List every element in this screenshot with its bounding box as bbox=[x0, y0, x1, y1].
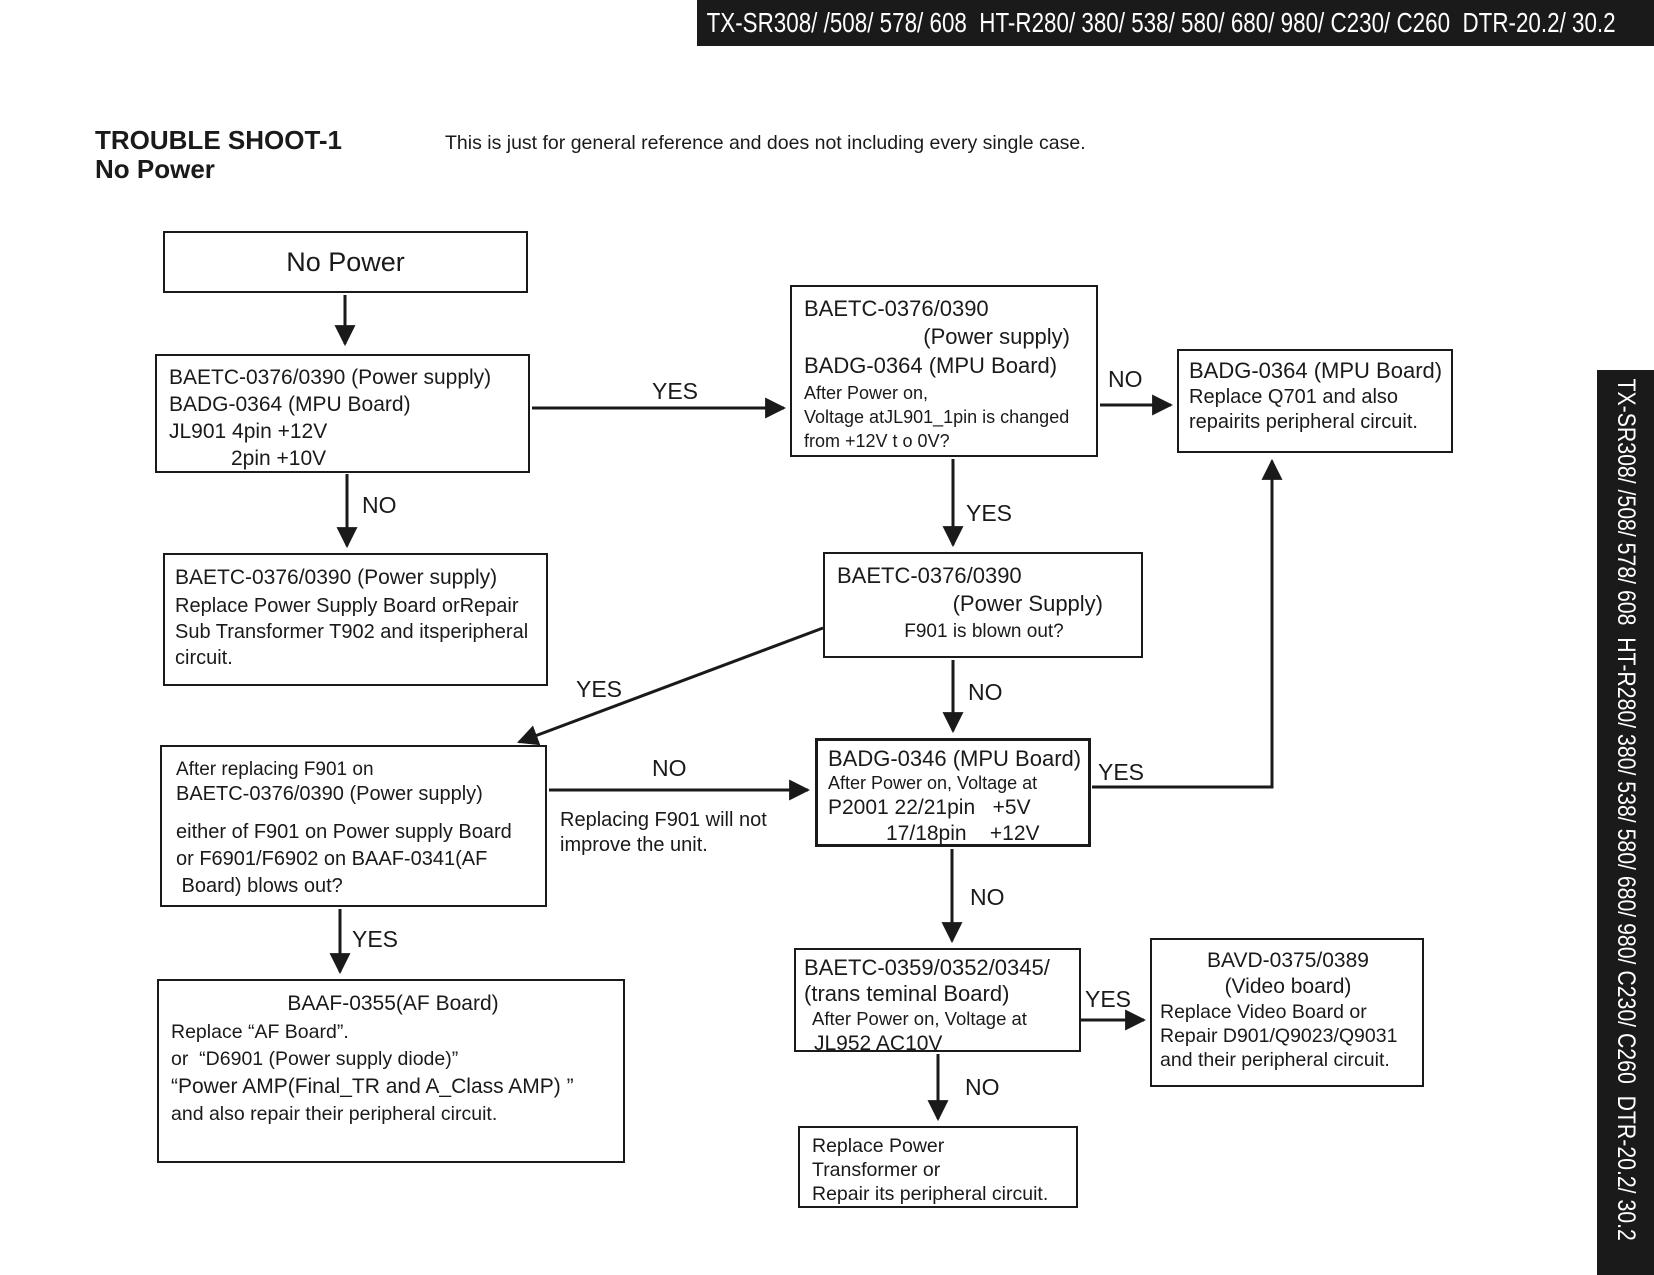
edge-label-no: NO bbox=[1108, 366, 1143, 392]
node-line: Repair its peripheral circuit. bbox=[812, 1183, 1049, 1205]
node-line: (Power Supply) bbox=[952, 591, 1103, 616]
node-line: Replace Video Board or bbox=[1160, 1001, 1367, 1023]
node-line: repairits peripheral circuit. bbox=[1189, 411, 1418, 433]
node-line: and their peripheral circuit. bbox=[1160, 1049, 1390, 1071]
node-line: 2pin +10V bbox=[231, 447, 327, 470]
node-line: BAETC-0376/0390 (Power supply) bbox=[176, 783, 483, 805]
node-replace-q701: BADG-0364 (MPU Board) Replace Q701 and a… bbox=[1177, 349, 1453, 453]
side-model-strip: TX-SR308/ /508/ 578/ 608 HT-R280/ 380/ 5… bbox=[1597, 370, 1654, 1275]
node-jl901-pin1-change: BAETC-0376/0390 (Power supply) BADG-0364… bbox=[790, 285, 1098, 457]
node-line: After replacing F901 on bbox=[176, 759, 374, 780]
node-line: BAETC-0359/0352/0345/ bbox=[804, 955, 1050, 980]
page-title-line1: TROUBLE SHOOT-1 bbox=[95, 125, 343, 155]
node-line: P2001 22/21pin +5V bbox=[828, 796, 1031, 819]
node-line: BADG-0364 (MPU Board) bbox=[1189, 358, 1443, 383]
node-replace-af-board: BAAF-0355(AF Board) Replace “AF Board”. … bbox=[157, 979, 625, 1163]
edge-label-yes: YES bbox=[1085, 986, 1132, 1012]
node-line: JL901 4pin +12V bbox=[169, 420, 328, 443]
edge-f901-yes-diagonal bbox=[517, 626, 824, 746]
node-line: BAAF-0355(AF Board) bbox=[287, 992, 499, 1015]
node-line: Board) blows out? bbox=[176, 875, 343, 897]
top-model-strip-text: TX-SR308/ /508/ 578/ 608 HT-R280/ 380/ 5… bbox=[706, 7, 1616, 38]
node-line: BADG-0346 (MPU Board) bbox=[828, 746, 1082, 771]
node-line: either of F901 on Power supply Board bbox=[176, 821, 512, 843]
node-check-jl952: BAETC-0359/0352/0345/ (trans teminal Boa… bbox=[794, 948, 1081, 1055]
node-line: F901 is blown out? bbox=[904, 621, 1064, 642]
edge-caption: Replacing F901 will not improve the unit… bbox=[560, 808, 767, 858]
node-line: BAETC-0376/0390 (Power supply) bbox=[175, 566, 498, 589]
node-line: (trans teminal Board) bbox=[804, 981, 1010, 1006]
node-line: BAETC-0376/0390 bbox=[804, 296, 989, 321]
top-model-strip: TX-SR308/ /508/ 578/ 608 HT-R280/ 380/ 5… bbox=[697, 0, 1654, 46]
node-line: JL952 AC10V bbox=[814, 1032, 943, 1055]
node-line: Replace Q701 and also bbox=[1189, 386, 1399, 408]
edge-label-yes: YES bbox=[1098, 759, 1145, 785]
node-line: BAETC-0376/0390 (Power supply) bbox=[169, 366, 492, 389]
node-line: Replace Power bbox=[812, 1135, 945, 1157]
edge-caption-line: Replacing F901 will not bbox=[560, 809, 767, 831]
node-line: Replace Power Supply Board orRepair bbox=[175, 595, 519, 617]
node-line: Replace “AF Board”. bbox=[171, 1021, 349, 1043]
node-line: After Power on, Voltage at bbox=[828, 773, 1038, 793]
node-f901-blown: BAETC-0376/0390 (Power Supply) F901 is b… bbox=[823, 552, 1143, 658]
edge-caption-line: improve the unit. bbox=[560, 834, 708, 856]
node-line: or F6901/F6902 on BAAF-0341(AF bbox=[176, 848, 488, 870]
node-line: 17/18pin +12V bbox=[886, 822, 1040, 845]
edge-label-yes: YES bbox=[576, 676, 623, 702]
edge-p2001-yes bbox=[1092, 458, 1283, 789]
edge-label-yes: YES bbox=[966, 500, 1013, 526]
node-line: Repair D901/Q9023/Q9031 bbox=[1160, 1025, 1398, 1047]
node-check-p2001: BADG-0346 (MPU Board) After Power on, Vo… bbox=[815, 738, 1091, 847]
node-line: BAVD-0375/0389 bbox=[1207, 949, 1369, 972]
edge-label-no: NO bbox=[362, 492, 397, 518]
node-line: from +12V t o 0V? bbox=[804, 431, 950, 451]
node-replace-power-supply-board: BAETC-0376/0390 (Power supply) Replace P… bbox=[163, 553, 548, 686]
edge-label-yes: YES bbox=[352, 926, 399, 952]
node-line: BAETC-0376/0390 bbox=[837, 563, 1022, 588]
node-line: BADG-0364 (MPU Board) bbox=[804, 353, 1058, 378]
node-line: Transformer or bbox=[812, 1159, 941, 1181]
page-title-line2: No Power bbox=[95, 154, 215, 184]
node-line: Voltage atJL901_1pin is changed bbox=[804, 407, 1070, 427]
node-line: “Power AMP(Final_TR and A_Class AMP) ” bbox=[171, 1075, 574, 1098]
node-line: After Power on, Voltage at bbox=[812, 1008, 1027, 1029]
edge-label-no: NO bbox=[965, 1074, 1000, 1100]
node-line: After Power on, bbox=[804, 383, 929, 403]
edge-label-yes: YES bbox=[652, 378, 699, 404]
node-line: circuit. bbox=[175, 647, 233, 669]
node-line: No Power bbox=[286, 246, 405, 277]
edge-label-no: NO bbox=[970, 884, 1005, 910]
node-after-replacing-f901: After replacing F901 on BAETC-0376/0390 … bbox=[160, 745, 547, 907]
page-title: TROUBLE SHOOT-1 No Power bbox=[95, 126, 342, 184]
node-replace-transformer: Replace Power Transformer or Repair its … bbox=[798, 1126, 1078, 1208]
node-line: and also repair their peripheral circuit… bbox=[171, 1103, 498, 1125]
node-line: Sub Transformer T902 and itsperipheral bbox=[175, 621, 529, 643]
node-line: (Power supply) bbox=[923, 324, 1070, 349]
edge-label-no: NO bbox=[652, 755, 687, 781]
node-check-jl901-voltage: BAETC-0376/0390 (Power supply) BADG-0364… bbox=[155, 354, 530, 473]
node-no-power: No Power bbox=[163, 231, 528, 293]
node-line: BADG-0364 (MPU Board) bbox=[169, 393, 411, 416]
node-replace-video-board: BAVD-0375/0389 (Video board) Replace Vid… bbox=[1150, 938, 1424, 1087]
edge-label-no: NO bbox=[968, 679, 1003, 705]
node-line: (Video board) bbox=[1224, 975, 1352, 998]
node-line: or “D6901 (Power supply diode)” bbox=[171, 1048, 459, 1070]
page-note: This is just for general reference and d… bbox=[445, 132, 1086, 154]
